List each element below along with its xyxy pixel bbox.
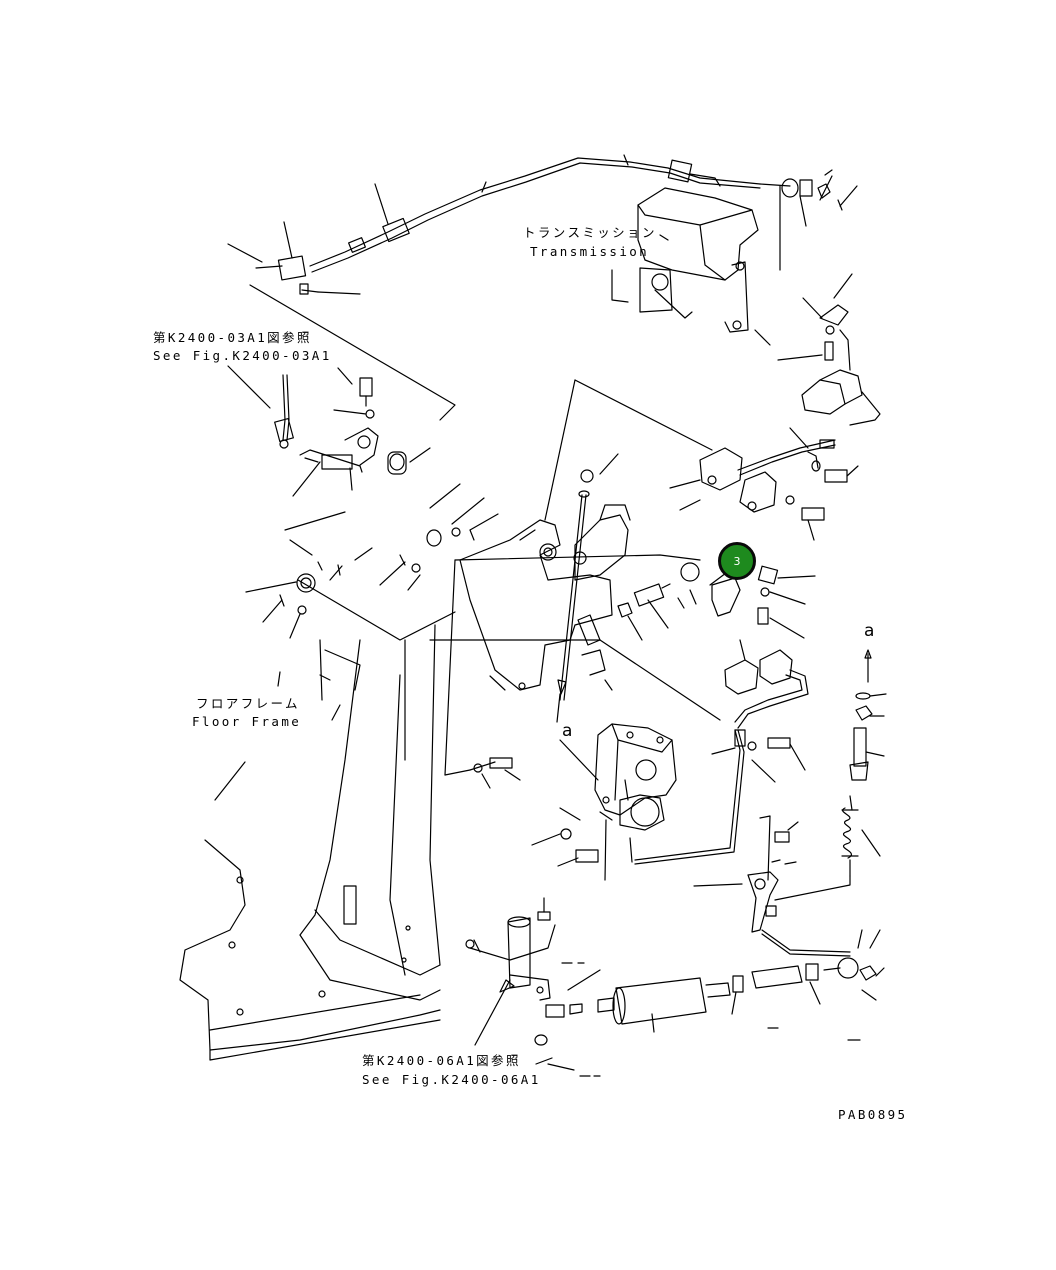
reference-label-1-en: See Fig.K2400-03A1 [153,348,332,363]
floor-frame [180,625,440,1060]
actuator-cylinder [598,930,884,1040]
valve-actuator [560,724,676,880]
reference-label-2-jp: 第K2400-06A1図参照 [362,1053,521,1068]
limit-switch-middle [670,428,858,540]
view-arrow-a-right: a [864,621,875,641]
floor-frame-label-jp: フロアフレーム [196,696,300,711]
control-rod-a [557,454,618,722]
upper-right-hardware [780,170,857,270]
center-right-fasteners [618,563,815,640]
reference-label-2-en: See Fig.K2400-06A1 [362,1072,541,1087]
limit-switch-lower [630,640,808,864]
limit-switch-upper [778,274,880,425]
drawing-code: PAB0895 [838,1107,908,1122]
actuator-fasteners [474,758,598,866]
transmission-housing [612,188,770,345]
transmission-label-jp: トランスミッション [523,225,657,240]
main-frame [250,285,720,775]
control-cable [228,155,790,294]
linkage-lever [694,816,850,956]
view-arrow-a-left: a [562,721,573,741]
lower-left-clips [246,484,498,638]
spring-rod-assembly [775,650,886,900]
pedal-bracket [460,505,630,690]
reference-label-1-jp: 第K2400-03A1図参照 [153,330,312,345]
transmission-label-en: Transmission [530,244,650,259]
left-pivot-assembly [275,368,430,496]
mount-bracket-post [466,898,600,1076]
part-callout-3[interactable]: 3 [718,542,756,580]
floor-frame-label-en: Floor Frame [192,714,302,729]
